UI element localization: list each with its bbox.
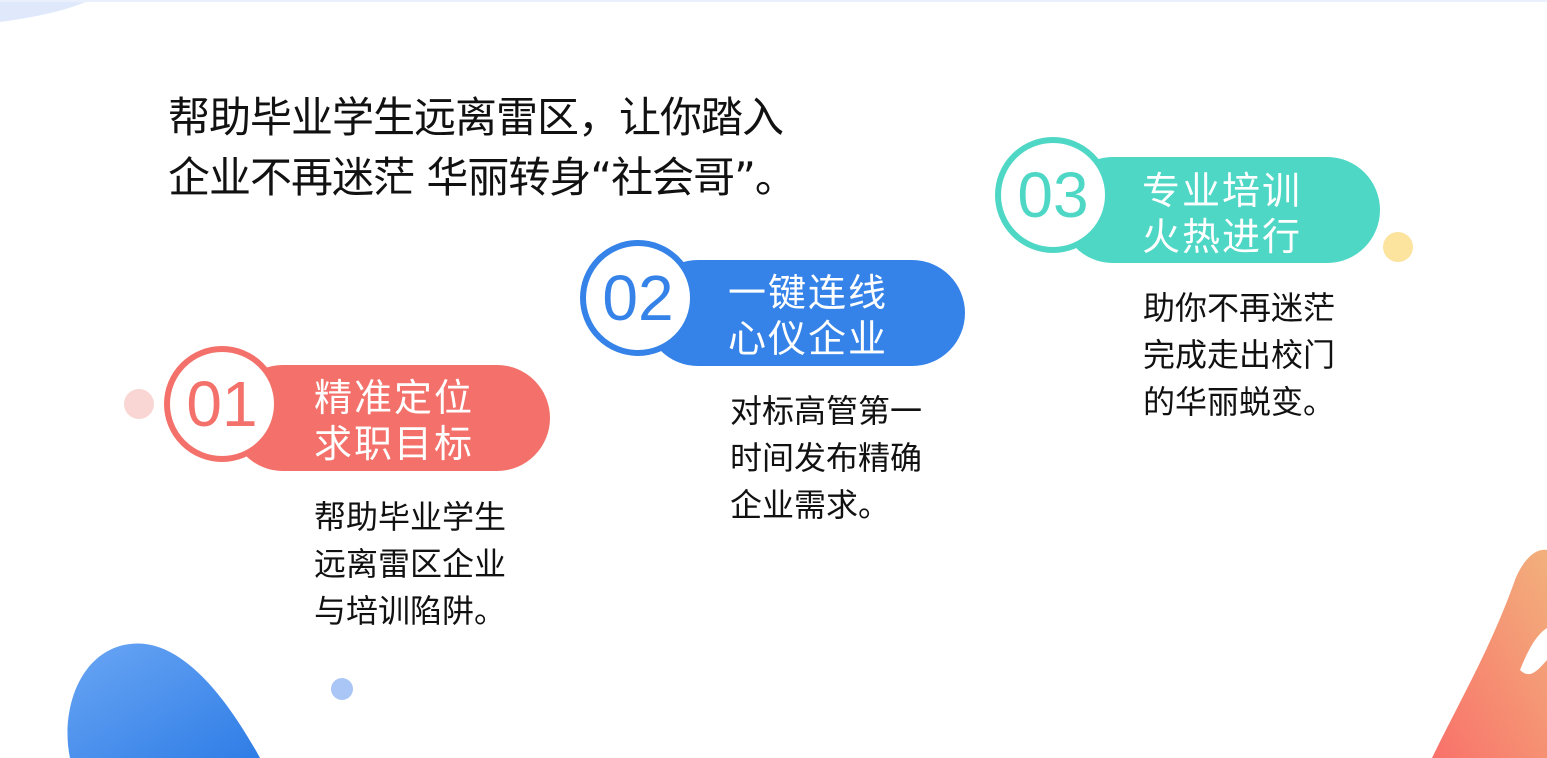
- step-03-number: 03: [1017, 159, 1089, 231]
- step-01-title-line-1: 精准定位: [314, 376, 475, 420]
- step-03-description: 助你不再迷茫 完成走出校门 的华丽蜕变。: [1143, 285, 1335, 426]
- step-03-title-line-2: 火热进行: [1142, 215, 1303, 259]
- step-01-pill: [230, 365, 550, 471]
- headline-line-2: 企业不再迷茫 华丽转身“社会哥”。: [168, 153, 797, 202]
- step-01-number-circle: 01: [164, 346, 280, 462]
- bottom-left-blue-blob: [67, 643, 260, 758]
- step-03-number-circle: 03: [995, 137, 1111, 253]
- step-02-description: 对标高管第一 时间发布精确 企业需求。: [730, 388, 922, 529]
- step-01-desc-line-1: 帮助毕业学生: [314, 498, 507, 536]
- step-03-desc-line-2: 完成走出校门: [1143, 336, 1336, 374]
- step-02-title: 一键连线 心仪企业: [728, 270, 888, 362]
- step-01-desc-line-3: 与培训陷阱。: [314, 592, 507, 630]
- step-01-description: 帮助毕业学生 远离雷区企业 与培训陷阱。: [314, 494, 506, 635]
- step-02-desc-line-2: 时间发布精确: [730, 439, 923, 477]
- step-03-desc-line-1: 助你不再迷茫: [1143, 289, 1336, 327]
- step-02-number-circle: 02: [580, 240, 696, 356]
- step-01-desc-line-2: 远离雷区企业: [314, 545, 507, 583]
- step-02-title-line-2: 心仪企业: [728, 317, 889, 361]
- step-03-title: 专业培训 火热进行: [1142, 168, 1302, 260]
- top-left-corner-shape: [0, 0, 200, 22]
- headline: 帮助毕业学生远离雷区，让你踏入 企业不再迷茫 华丽转身“社会哥”。: [168, 88, 797, 208]
- step-02-number: 02: [602, 262, 674, 334]
- step-02-desc-line-3: 企业需求。: [730, 486, 891, 524]
- light-blue-dot: [331, 678, 353, 700]
- top-edge-line: [0, 0, 1547, 2]
- pink-dot: [124, 389, 154, 419]
- step-03-pill: [1060, 157, 1380, 263]
- step-02-desc-line-1: 对标高管第一: [730, 392, 923, 430]
- step-02-pill: [645, 260, 965, 366]
- step-03-desc-line-3: 的华丽蜕变。: [1143, 383, 1336, 421]
- step-01-title: 精准定位 求职目标: [314, 375, 474, 467]
- step-01-title-line-2: 求职目标: [314, 422, 475, 466]
- yellow-dot: [1383, 232, 1413, 262]
- step-01-number: 01: [186, 368, 258, 440]
- step-02-title-line-1: 一键连线: [728, 271, 889, 315]
- bottom-right-gradient-stroke: [1432, 549, 1547, 758]
- headline-line-1: 帮助毕业学生远离雷区，让你踏入: [168, 93, 784, 142]
- step-03-title-line-1: 专业培训: [1142, 169, 1303, 213]
